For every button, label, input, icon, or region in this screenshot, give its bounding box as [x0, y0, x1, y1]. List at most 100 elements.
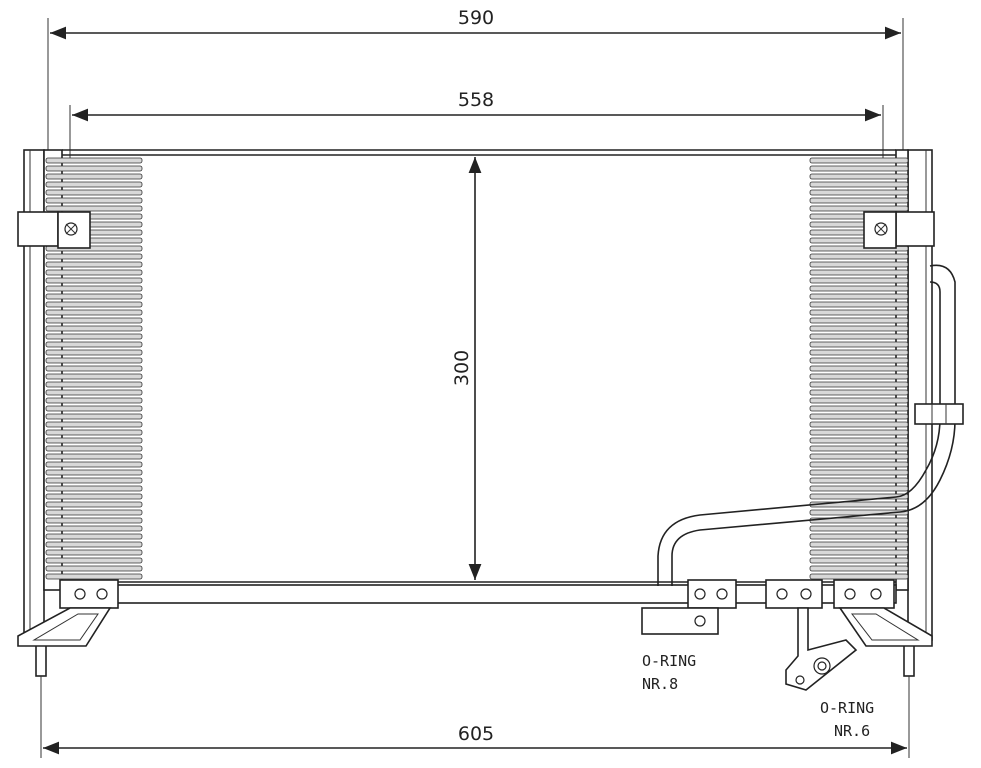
fin: [45, 501, 143, 508]
fin: [45, 197, 143, 204]
fin: [45, 301, 143, 308]
fin: [45, 429, 143, 436]
fin: [45, 565, 143, 572]
fin: [45, 557, 143, 564]
dimension-label-558: 558: [458, 89, 494, 111]
fin: [45, 277, 143, 284]
fin: [809, 469, 909, 476]
fin: [809, 525, 909, 532]
fin: [809, 325, 909, 332]
fin: [45, 341, 143, 348]
fin: [809, 181, 909, 188]
fin: [45, 485, 143, 492]
fin: [45, 253, 143, 260]
fin: [45, 181, 143, 188]
fin: [45, 165, 143, 172]
fin: [45, 517, 143, 524]
fin: [809, 533, 909, 540]
fin: [809, 429, 909, 436]
fin: [809, 413, 909, 420]
fin: [809, 541, 909, 548]
bracket-top-left: [17, 211, 91, 249]
fin: [809, 253, 909, 260]
fin: [45, 309, 143, 316]
fins-left: [45, 157, 143, 580]
fin: [45, 373, 143, 380]
note-oring-nr8: O-RING NR.8: [642, 652, 696, 693]
fin: [809, 173, 909, 180]
fin: [45, 325, 143, 332]
fin: [45, 357, 143, 364]
fin: [809, 573, 909, 580]
fin: [45, 525, 143, 532]
fin: [45, 189, 143, 196]
fin: [809, 365, 909, 372]
fin: [809, 261, 909, 268]
fin: [809, 269, 909, 276]
bracket-bottom-right: [833, 579, 933, 647]
fin: [45, 365, 143, 372]
fin: [45, 349, 143, 356]
note-oring-nr8-line2: NR.8: [642, 675, 678, 693]
fin: [45, 533, 143, 540]
bracket-bottom-left: [17, 579, 119, 647]
fin: [809, 205, 909, 212]
fin: [809, 309, 909, 316]
fin: [45, 573, 143, 580]
fin: [45, 461, 143, 468]
fin: [45, 317, 143, 324]
fin: [809, 485, 909, 492]
fin: [45, 437, 143, 444]
dimension-label-590: 590: [458, 7, 494, 29]
fin: [809, 317, 909, 324]
fin: [45, 469, 143, 476]
dimension-core-width: 558: [69, 89, 884, 160]
fin: [809, 189, 909, 196]
fin: [45, 205, 143, 212]
fin: [45, 421, 143, 428]
dimension-overall-width: 590: [47, 7, 904, 150]
fin: [45, 173, 143, 180]
fin: [45, 493, 143, 500]
fin: [809, 277, 909, 284]
fin: [45, 541, 143, 548]
fin: [45, 157, 143, 164]
fin: [809, 301, 909, 308]
fin: [809, 437, 909, 444]
fin: [809, 333, 909, 340]
dimension-label-605: 605: [458, 723, 494, 745]
fin: [809, 453, 909, 460]
fin: [45, 445, 143, 452]
fin: [45, 293, 143, 300]
fin: [45, 509, 143, 516]
fin: [809, 477, 909, 484]
fin: [809, 197, 909, 204]
fin: [809, 157, 909, 164]
bracket-top-right: [863, 211, 935, 249]
pipe-connector-nr6: [765, 579, 858, 691]
fin: [45, 453, 143, 460]
refrigerant-pipe: [657, 264, 964, 586]
fin: [45, 381, 143, 388]
pipe-connector-nr8: [641, 579, 737, 635]
fin: [809, 381, 909, 388]
fin: [45, 397, 143, 404]
dimension-label-300: 300: [451, 350, 473, 386]
fin: [809, 285, 909, 292]
fin: [45, 269, 143, 276]
dimension-total-width: 605: [40, 676, 910, 758]
fin: [45, 261, 143, 268]
fin: [45, 413, 143, 420]
fin: [809, 461, 909, 468]
fin: [809, 405, 909, 412]
fin: [809, 293, 909, 300]
condenser-core: [61, 149, 897, 604]
note-oring-nr8-line1: O-RING: [642, 652, 696, 670]
fin: [809, 397, 909, 404]
fin: [45, 405, 143, 412]
note-oring-nr6-line1: O-RING: [820, 699, 874, 717]
fin: [809, 445, 909, 452]
fin: [809, 565, 909, 572]
fin: [809, 373, 909, 380]
